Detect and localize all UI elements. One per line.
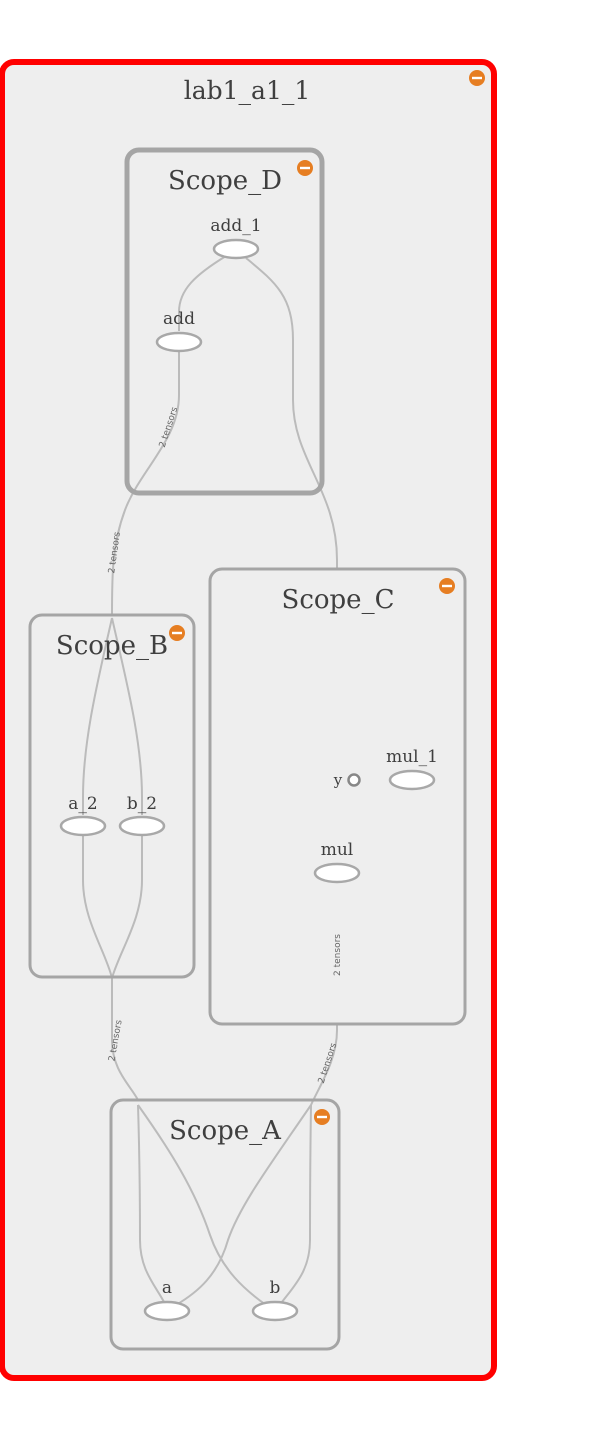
minus-circle-icon[interactable]	[297, 160, 313, 176]
node-a-2-label: a_2	[68, 794, 97, 814]
edge-scope-b-to-b-2	[111, 617, 143, 815]
scope-a-title: Scope_A	[169, 1116, 282, 1146]
node-add[interactable]: add	[155, 309, 203, 353]
edge-mul-down	[310, 883, 338, 1106]
edge-mul-to-b	[281, 1104, 312, 1303]
node-b-2[interactable]: b_2	[118, 794, 166, 837]
edge-a-2-out	[82, 836, 113, 979]
minus-circle-icon[interactable]	[469, 70, 485, 86]
edge-label-mul-to-a-1: 2 tensors	[333, 934, 343, 976]
node-y-marker[interactable]	[347, 773, 361, 787]
node-b-2-label: b_2	[127, 794, 157, 814]
scope-lab1-a1-1-title: lab1_a1_1	[184, 76, 311, 105]
scope-d[interactable]: Scope_D	[124, 147, 325, 496]
node-add-1-label: add_1	[210, 216, 261, 236]
edge-add-to-add-1	[178, 255, 227, 331]
scope-d-box	[124, 147, 325, 496]
node-a-oval[interactable]	[143, 1300, 191, 1322]
scope-c-title: Scope_C	[282, 585, 395, 615]
edge-scope-a-to-b	[137, 1104, 267, 1306]
node-a-2-oval[interactable]	[59, 815, 107, 837]
node-b-oval[interactable]	[251, 1300, 299, 1322]
node-a-2[interactable]: a_2	[59, 794, 107, 837]
edge-mul-to-a	[175, 1104, 312, 1306]
node-add-1-oval[interactable]	[212, 238, 260, 260]
node-mul-1-oval[interactable]	[388, 769, 436, 791]
node-mul-1-label: mul_1	[386, 747, 438, 767]
edge-add-to-scope-b	[111, 351, 180, 616]
minus-circle-icon[interactable]	[169, 625, 185, 641]
node-y-label: y	[333, 771, 343, 789]
scope-b-box	[28, 613, 196, 979]
node-mul-oval[interactable]	[313, 862, 361, 884]
scope-a-box	[109, 1098, 341, 1351]
scope-c[interactable]: Scope_C	[208, 567, 467, 1026]
node-mul-label: mul	[321, 840, 354, 860]
minus-circle-icon[interactable]	[439, 578, 455, 594]
minus-circle-icon[interactable]	[314, 1109, 330, 1125]
edge-scope-b-to-a-2	[82, 617, 113, 815]
scope-a[interactable]: Scope_A	[109, 1098, 341, 1351]
node-a[interactable]: a	[143, 1278, 191, 1322]
node-b-2-oval[interactable]	[118, 815, 166, 837]
node-add-1[interactable]: add_1	[210, 216, 262, 260]
edge-scope-b-to-scope-a	[111, 978, 139, 1101]
scope-d-title: Scope_D	[168, 166, 282, 196]
node-mul[interactable]: mul	[313, 840, 361, 884]
scope-c-box	[208, 567, 467, 1026]
node-a-label: a	[162, 1278, 172, 1298]
edge-b-2-out	[111, 836, 143, 979]
scope-b-title: Scope_B	[56, 631, 168, 661]
node-add-label: add	[163, 309, 195, 329]
node-b-label: b	[270, 1278, 281, 1298]
node-mul-1[interactable]: mul_1	[386, 747, 438, 791]
node-b[interactable]: b	[251, 1278, 299, 1322]
node-add-oval[interactable]	[155, 331, 203, 353]
node-y[interactable]: y	[333, 771, 361, 789]
scope-b[interactable]: Scope_B	[28, 613, 196, 979]
edge-scope-a-to-a	[137, 1104, 165, 1303]
